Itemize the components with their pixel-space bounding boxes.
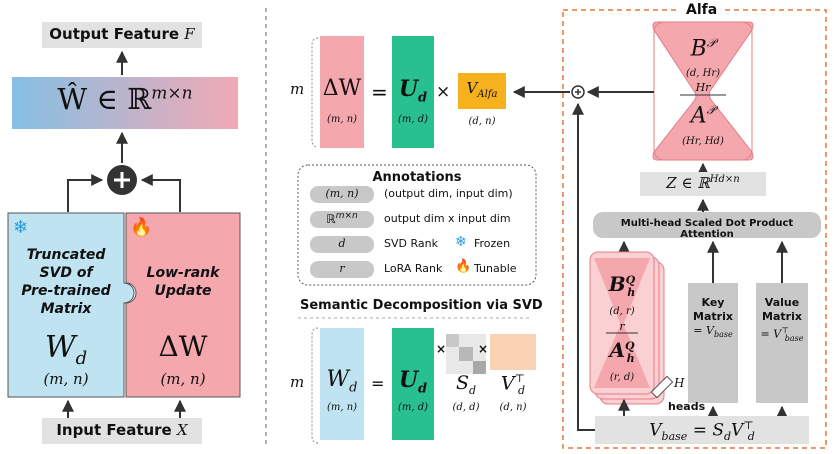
- z-label: Z ∈ ℝHd×n: [666, 174, 740, 192]
- times-sign-3: ×: [478, 342, 489, 356]
- a-p-label: A𝒫: [690, 103, 716, 129]
- b-p-label: B𝒫: [690, 36, 716, 62]
- frozen-dim: (m, n): [43, 370, 89, 388]
- u-d-dim: (m, d): [397, 114, 429, 125]
- times-sign: ×: [436, 82, 451, 102]
- annotations-box: [297, 164, 537, 286]
- s-d-dim: (d, d): [452, 402, 480, 413]
- v-base-label: Vbase = SdV⊤d: [649, 419, 755, 444]
- w-hat-box: [12, 77, 238, 129]
- eq-sign: =: [371, 80, 388, 104]
- input-feature-box: [42, 418, 202, 444]
- b-q-dim: (d, r): [609, 306, 635, 317]
- annotation-sym-4: r: [339, 262, 345, 275]
- s-d-label: Sd: [455, 372, 477, 397]
- flame-icon: 🔥: [130, 217, 153, 238]
- z-box: [640, 172, 766, 196]
- tunable-dim: (m, n): [160, 370, 206, 388]
- delta-w-matrix: [320, 36, 364, 148]
- u-d-label: Ud: [398, 76, 428, 106]
- tunable-description: Low-rank Update: [146, 265, 220, 299]
- b-p-dim: (d, Hr): [685, 68, 721, 79]
- v-d-transpose-matrix: [490, 334, 536, 370]
- w-d-label: Wd: [326, 367, 358, 396]
- snowflake-icon: ❄: [455, 234, 467, 250]
- hr-label: Hr: [695, 81, 711, 94]
- key-matrix-box: [688, 283, 738, 403]
- annotation-sym-1: (m, n): [325, 187, 359, 200]
- b-q-label: BQh: [608, 272, 636, 299]
- frozen-var: Wd: [44, 330, 88, 369]
- annotation-desc-4: LoRA Rank: [384, 262, 443, 275]
- annotations-title: Annotations: [372, 170, 462, 185]
- heads-label: heads: [668, 400, 706, 413]
- attention-label: Multi-head Scaled Dot Product Attention: [620, 218, 794, 240]
- a-p-dim: (Hr, Hd): [682, 136, 724, 147]
- tunable-update-box: [125, 212, 241, 398]
- input-feature-label: Input Feature X: [56, 421, 188, 439]
- value-matrix-label: Value Matrix = V⊤base: [760, 296, 804, 343]
- w-d-dim: (m, n): [326, 402, 358, 413]
- w-d-matrix: [320, 328, 364, 440]
- u-d-matrix-2: [392, 328, 434, 440]
- delta-w-label: ΔW: [322, 76, 362, 101]
- q-hourglass: [594, 258, 650, 388]
- s-d-matrix: [446, 334, 486, 374]
- u-d-dim-2: (m, d): [397, 402, 429, 413]
- eq-sign-2: =: [371, 374, 385, 393]
- tunable-var: ΔW: [158, 330, 208, 363]
- delta-w-dim: (m, n): [326, 114, 358, 125]
- v-d-dim: (d, n): [499, 402, 527, 413]
- annotation-desc-1: (output dim, input dim): [384, 187, 513, 200]
- r-label: r: [619, 320, 625, 333]
- flame-icon: 🔥: [455, 259, 472, 274]
- v-alfa-dim: (d, n): [468, 116, 496, 127]
- m-label: m: [290, 80, 305, 98]
- output-feature-box: [42, 22, 202, 48]
- u-d-label-2: Ud: [398, 367, 428, 397]
- frozen-description: Truncated SVD of Pre-trained Matrix: [21, 247, 111, 317]
- m-label-2: m: [290, 373, 305, 391]
- annotation-desc-3: SVD Rank: [384, 237, 438, 250]
- annotation-tag-frozen: Frozen: [474, 237, 511, 250]
- snowflake-icon: ❄: [13, 217, 29, 238]
- annotation-sym-3: d: [338, 237, 346, 250]
- annotation-desc-2: output dim x input dim: [384, 212, 511, 225]
- v-d-label: V⊤d: [500, 372, 526, 398]
- v-alfa-matrix: [458, 73, 506, 109]
- attention-box: [593, 212, 821, 238]
- v-base-box: [595, 416, 809, 444]
- h-label: H: [674, 376, 685, 390]
- frozen-svd-box: [7, 212, 135, 398]
- a-q-label: AQh: [609, 338, 635, 365]
- value-matrix-box: [756, 283, 808, 403]
- alfa-title: Alfa: [680, 2, 724, 18]
- alfa-panel: [562, 9, 827, 449]
- u-d-matrix: [392, 36, 434, 148]
- semantic-title: Semantic Decomposition via SVD: [300, 298, 543, 313]
- output-feature-label: Output Feature F: [49, 25, 195, 43]
- key-matrix-label: Key Matrix = Vbase: [693, 296, 733, 340]
- v-alfa-label: VAlfa: [466, 79, 498, 100]
- w-hat-label: Ŵ ∈ ℝm×n: [57, 82, 193, 116]
- annotation-tag-tunable: Tunable: [474, 262, 517, 275]
- a-q-dim: (r, d): [609, 372, 635, 383]
- annotation-sym-2: ℝm×n: [326, 211, 358, 226]
- times-sign-2: ×: [436, 342, 447, 356]
